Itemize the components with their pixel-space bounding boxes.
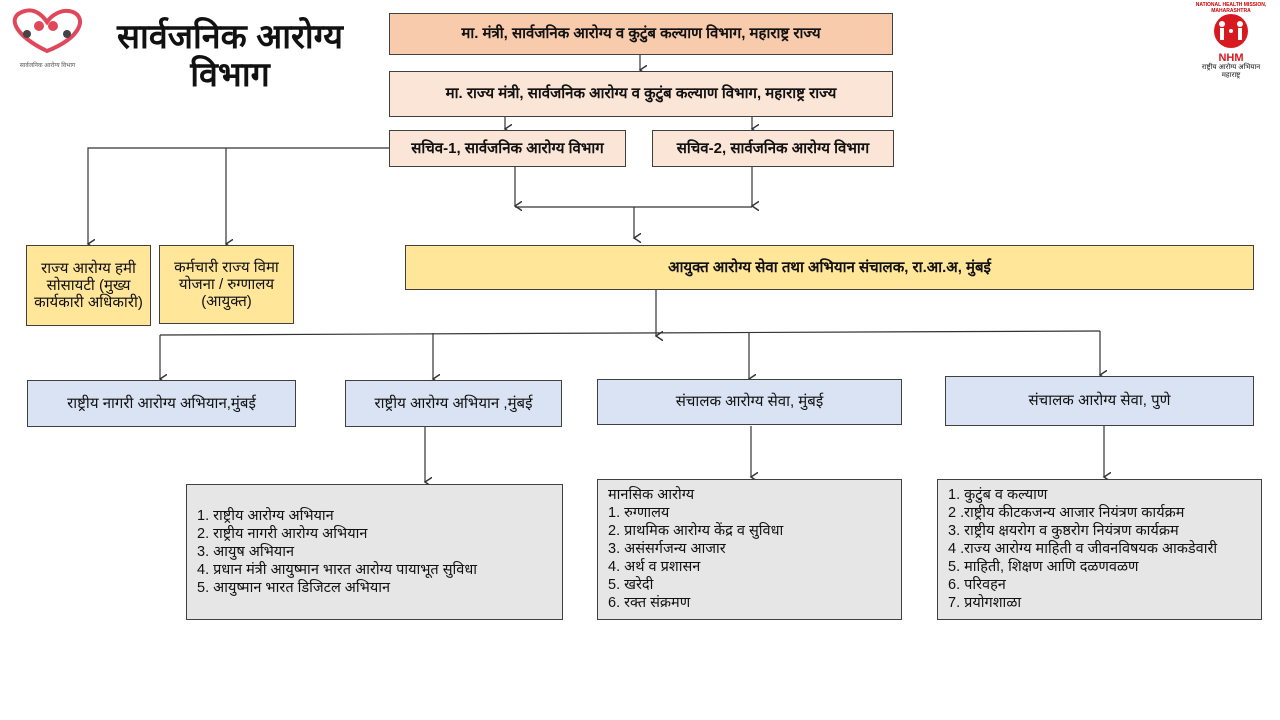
node-nuhm: राष्ट्रीय नागरी आरोग्य अभियान,मुंबई [27,380,296,427]
list-item: 4 .राज्य आरोग्य माहिती व जीवनविषयक आकडेव… [948,541,1218,557]
list-item: 3. आयुष अभियान [197,544,294,560]
node-dhs-mumbai: संचालक आरोग्य सेवा, मुंबई [597,379,902,425]
list-item: 5. आयुष्मान भारत डिजिटल अभियान [197,580,391,596]
nhm-logo: NATIONAL HEALTH MISSION, MAHARASHTRA NHM… [1190,2,1272,79]
node-minister: मा. मंत्री, सार्वजनिक आरोग्य व कुटुंब कल… [389,13,893,55]
list-item: 1. रुग्णालय [608,505,670,521]
department-logo: सार्वजनिक आरोग्य विभाग [5,6,90,69]
nhm-sub1: राष्ट्रीय आरोग्य अभियान [1201,64,1261,71]
list-item: 3. असंसर्गजन्य आजार [608,541,726,557]
page-title: सार्वजनिक आरोग्य विभाग [117,18,343,94]
list-item: 7. प्रयोगशाळा [948,595,1022,611]
list-item: 6. रक्त संक्रमण [608,595,691,611]
list-item: 2. राष्ट्रीय नागरी आरोग्य अभियान [197,526,368,542]
list-item: 6. परिवहन [948,577,1006,593]
list-item: 1. राष्ट्रीय आरोग्य अभियान [197,508,334,524]
node-esis: कर्मचारी राज्य विमा योजना / रुग्णालय (आय… [159,245,294,324]
list-item: 2. प्राथमिक आरोग्य केंद्र व सुविधा [608,523,784,539]
list-dhs-pune: 1. कुटुंब व कल्याण 2 .राष्ट्रीय कीटकजन्य… [937,479,1262,620]
heart-family-icon [12,8,83,54]
nhm-abbr: NHM [1218,52,1244,64]
node-nhm: राष्ट्रीय आरोग्य अभियान ,मुंबई [345,380,562,427]
nhm-arc-text: NATIONAL HEALTH MISSION, MAHARASHTRA [1195,2,1267,14]
list-heading: मानसिक आरोग्य [608,487,695,503]
node-dhs-pune: संचालक आरोग्य सेवा, पुणे [945,376,1254,426]
node-commissioner: आयुक्त आरोग्य सेवा तथा अभियान संचालक, रा… [405,245,1254,290]
list-item: 4. प्रधान मंत्री आयुष्मान भारत आरोग्य पा… [197,562,478,578]
node-secretary-1: सचिव-1, सार्वजनिक आरोग्य विभाग [389,130,626,167]
node-state-minister: मा. राज्य मंत्री, सार्वजनिक आरोग्य व कुट… [389,71,893,117]
node-secretary-2: सचिव-2, सार्वजनिक आरोग्य विभाग [652,130,894,167]
list-item: 2 .राष्ट्रीय कीटकजन्य आजार नियंत्रण कार्… [948,505,1185,521]
list-item: 5. खरेदी [608,577,654,593]
nhm-family-icon [1214,14,1248,48]
list-item: 5. माहिती, शिक्षण आणि दळणवळण [948,559,1139,575]
list-item: 4. अर्थ व प्रशासन [608,559,701,575]
list-item: 3. राष्ट्रीय क्षयरोग व कुष्ठरोग नियंत्रण… [948,523,1179,539]
department-logo-text: सार्वजनिक आरोग्य विभाग [19,63,76,69]
nhm-sub2: महाराष्ट्र [1221,72,1241,79]
node-assurance-society: राज्य आरोग्य हमी सोसायटी (मुख्य कार्यकार… [26,245,151,326]
list-dhs-mumbai: मानसिक आरोग्य 1. रुग्णालय 2. प्राथमिक आर… [597,479,902,620]
list-item: 1. कुटुंब व कल्याण [948,487,1048,503]
list-nhm: 1. राष्ट्रीय आरोग्य अभियान 2. राष्ट्रीय … [186,484,563,620]
